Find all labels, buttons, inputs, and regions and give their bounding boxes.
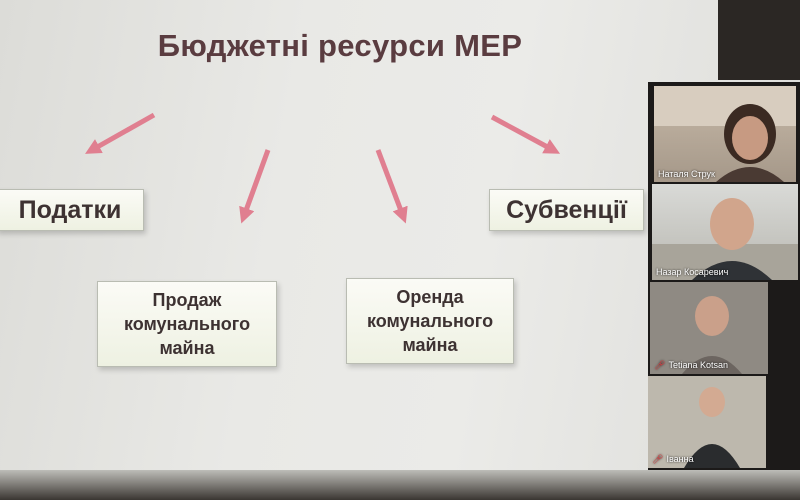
- box-podatky-label: Податки: [18, 195, 122, 224]
- participant-video-4: [648, 376, 766, 468]
- video-tile-participant-2[interactable]: Назар Косаревич: [652, 184, 798, 280]
- microphone-muted-icon: 🎤︎: [652, 454, 664, 464]
- participant-video-1: [654, 86, 796, 182]
- box-podatky: Податки: [0, 189, 144, 231]
- video-tile-participant-4[interactable]: 🎤︎Іванна: [648, 376, 766, 468]
- participant-name-1: Наталя Струк: [658, 169, 715, 179]
- box-orenda: Оренда комунального майна: [346, 278, 514, 364]
- participant-name-4-wrap: 🎤︎Іванна: [652, 454, 694, 465]
- arrow-to-podatky: [85, 112, 156, 154]
- participant-name-3-wrap: 🎤︎Tetiana Kotsan: [654, 360, 728, 371]
- box-orenda-label: Оренда комунального майна: [366, 286, 494, 356]
- box-subventsii: Субвенції: [489, 189, 644, 231]
- arrow-to-subventsii: [490, 114, 561, 154]
- participant-name-3: Tetiana Kotsan: [668, 360, 728, 370]
- participant-video-3: [650, 282, 768, 374]
- background-wall: [718, 0, 800, 80]
- box-prodazh: Продаж комунального майна: [97, 281, 277, 367]
- microphone-muted-icon: 🎤︎: [654, 360, 666, 370]
- video-tile-participant-1[interactable]: Наталя Струк: [654, 86, 796, 182]
- box-prodazh-label: Продаж комунального майна: [123, 289, 251, 359]
- video-tile-participant-3[interactable]: 🎤︎Tetiana Kotsan: [650, 282, 768, 374]
- participant-video-2: [652, 198, 798, 280]
- monitor-bezel-bottom: [0, 470, 800, 500]
- box-subventsii-label: Субвенції: [506, 195, 627, 224]
- participant-name-2: Назар Косаревич: [656, 267, 729, 277]
- participant-name-4: Іванна: [666, 454, 694, 464]
- slide-title: Бюджетні ресурси МЕР: [157, 28, 523, 63]
- arrow-to-prodazh: [239, 149, 271, 224]
- arrow-to-orenda: [375, 149, 408, 224]
